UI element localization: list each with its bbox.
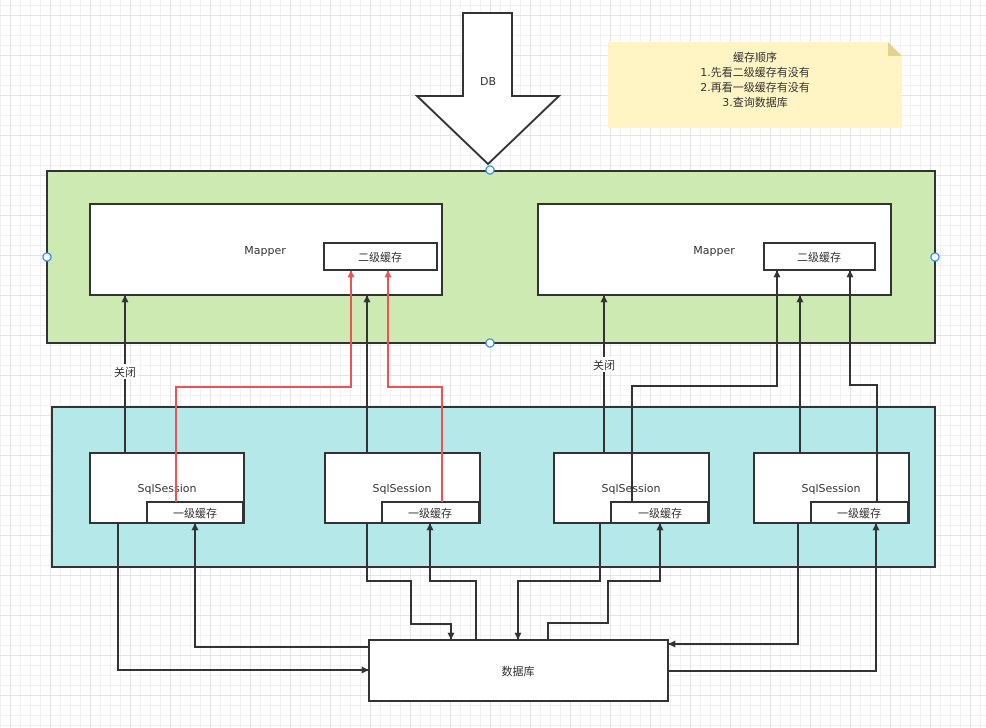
sqlsession-4-label: SqlSession [802,482,861,495]
edge-session2-cache-to-second-level-red[interactable] [384,270,443,502]
edge-session1-cache-to-second-level-red[interactable] [175,270,355,502]
edge-database-to-session2-cache[interactable] [426,523,477,640]
sqlsession-1[interactable]: SqlSession 一级缓存 [89,452,245,524]
sqlsession-4-first-level-cache[interactable] [810,501,909,524]
edge-session3-to-second-level[interactable] [631,270,781,502]
database-box [368,639,669,702]
note-title: 缓存顺序 [733,50,777,64]
mapper-2-box [537,203,892,296]
sqlsession-4-cache-label: 一级缓存 [837,506,881,520]
mapper-2-second-level-cache[interactable] [763,242,876,271]
mapper-1-label: Mapper [244,244,286,257]
edge-session2-to-database[interactable] [366,523,455,640]
edge-database-to-session3-cache[interactable] [547,523,664,640]
selection-handle-bottom[interactable] [485,338,495,348]
sqlsession-2-label: SqlSession [373,482,432,495]
edge-label-bg-2 [591,357,617,372]
sqlsession-2[interactable]: SqlSession 一级缓存 [324,452,481,524]
db-arrow-label: DB [480,75,496,88]
selection-handle-right[interactable] [930,252,940,262]
edge-database-to-session1-cache[interactable] [191,523,369,648]
database-label: 数据库 [502,664,535,678]
mapper-1-cache-label: 二级缓存 [358,250,402,264]
sqlsession-3-first-level-cache[interactable] [610,501,709,524]
note-fold [888,42,902,56]
mapper-2[interactable]: Mapper 二级缓存 [537,203,892,296]
sqlsession-2-first-level-cache[interactable] [381,501,480,524]
sqlsession-1-label: SqlSession [138,482,197,495]
edge-session1-to-database[interactable] [117,523,369,674]
database[interactable]: 数据库 [368,639,669,702]
note-line-2: 2.再看一级缓存有没有 [700,80,810,94]
edge-session4-to-database[interactable] [668,523,799,648]
selection-handle-top[interactable] [485,165,495,175]
note-line-1: 1.先看二级缓存有没有 [700,65,810,79]
note-line-3: 3.查询数据库 [722,95,788,109]
mapper-1-second-level-cache[interactable] [323,242,438,271]
selection-handle-left[interactable] [42,252,52,262]
cache-order-note[interactable]: 缓存顺序 1.先看二级缓存有没有 2.再看一级缓存有没有 3.查询数据库 [608,42,902,128]
edge-database-to-session4-cache[interactable] [668,523,880,672]
sqlsession-3-cache-label: 一级缓存 [638,506,682,520]
edge-session4-to-second-level[interactable] [846,270,878,502]
note-body [608,42,902,128]
sqlsession-1-first-level-cache[interactable] [146,501,244,524]
sqlsession-2-cache-label: 一级缓存 [408,506,452,520]
edge-session3-to-database[interactable] [514,523,601,640]
mapper-2-cache-label: 二级缓存 [797,250,841,264]
sqlsession-1-cache-label: 一级缓存 [173,506,217,520]
sqlsession-4[interactable]: SqlSession 一级缓存 [753,452,910,524]
edge-label-close-1: 关闭 [114,365,136,379]
mapper-2-label: Mapper [693,244,735,257]
db-arrow[interactable]: DB [414,12,562,166]
edge-label-close-2: 关闭 [593,358,615,372]
mapper-1[interactable]: Mapper 二级缓存 [89,203,443,296]
edge-label-bg-1 [112,364,138,379]
db-arrow-shape [414,12,562,166]
